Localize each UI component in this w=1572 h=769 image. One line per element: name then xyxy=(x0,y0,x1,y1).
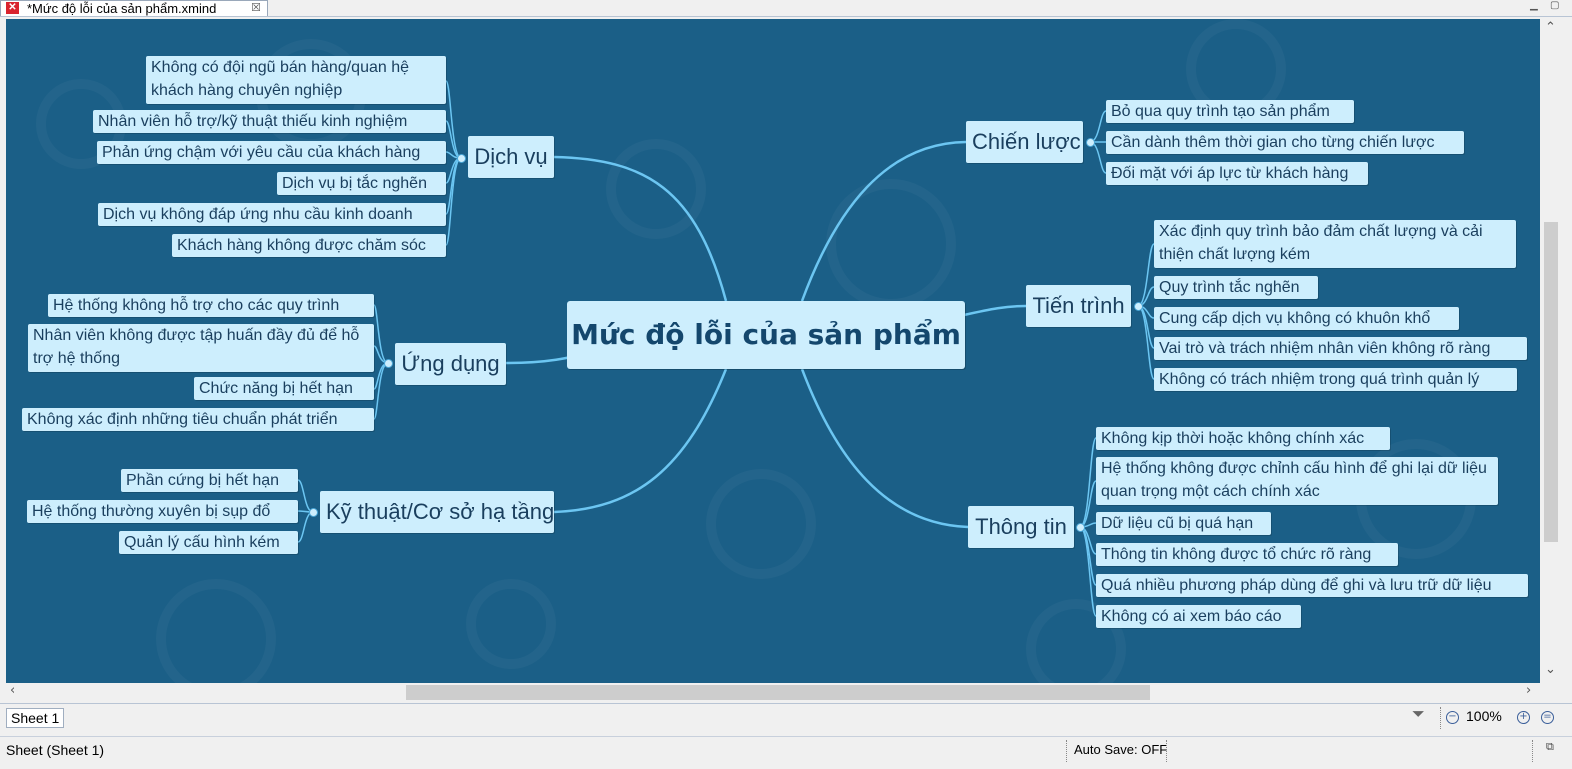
subtopic[interactable]: Không xác định những tiêu chuẩn phát tri… xyxy=(22,408,374,431)
xmind-file-icon: ✕ xyxy=(6,2,19,14)
subtopic[interactable]: Không có đội ngũ bán hàng/quan hệ khách … xyxy=(146,56,446,104)
subtopic[interactable]: Khách hàng không được chăm sóc xyxy=(172,234,446,257)
editor-tab-title: *Mức độ lỗi của sản phẩm.xmind xyxy=(27,1,217,16)
subtopic[interactable]: Không có trách nhiệm trong quá trình quả… xyxy=(1154,368,1517,391)
subtopic[interactable]: Dữ liệu cũ bị quá hạn xyxy=(1096,512,1271,535)
collapse-dot[interactable] xyxy=(1076,523,1085,532)
editor-tab[interactable]: ✕ *Mức độ lỗi của sản phẩm.xmind ☒ xyxy=(0,0,268,16)
filter-icon[interactable]: ⏷ xyxy=(1412,706,1425,723)
collapse-dot[interactable] xyxy=(1134,302,1143,311)
topic-dich-vu[interactable]: Dịch vụ xyxy=(468,136,554,178)
tab-close-icon[interactable]: ☒ xyxy=(251,2,261,14)
sheet-tab[interactable]: Sheet 1 xyxy=(6,708,64,728)
subtopic[interactable]: Quy trình tắc nghẽn xyxy=(1154,276,1318,299)
subtopic[interactable]: Dịch vụ bị tắc nghẽn xyxy=(277,172,446,195)
autosave-status[interactable]: Auto Save: OFF xyxy=(1074,742,1168,757)
scroll-up-icon[interactable]: ⌃ xyxy=(1545,20,1556,35)
collapse-dot[interactable] xyxy=(384,359,393,368)
subtopic[interactable]: Cung cấp dịch vụ không có khuôn khổ xyxy=(1154,307,1459,330)
subtopic[interactable]: Hệ thống không hỗ trợ cho các quy trình xyxy=(48,294,374,317)
subtopic[interactable]: Đối mặt với áp lực từ khách hàng xyxy=(1106,162,1368,185)
collapse-dot[interactable] xyxy=(457,154,466,163)
zoom-fit-icon[interactable]: = xyxy=(1541,711,1554,724)
subtopic[interactable]: Thông tin không được tổ chức rõ ràng xyxy=(1096,543,1398,566)
status-bar: Sheet (Sheet 1) Auto Save: OFF ⧉ xyxy=(0,736,1572,769)
subtopic[interactable]: Chức năng bị hết hạn xyxy=(194,377,374,400)
separator xyxy=(1166,740,1168,762)
topic-chien-luoc[interactable]: Chiến lược xyxy=(966,121,1083,163)
zoom-level[interactable]: 100% xyxy=(1466,708,1502,724)
subtopic[interactable]: Quá nhiều phương pháp dùng để ghi và lưu… xyxy=(1096,574,1528,597)
editor-tab-bar: ✕ *Mức độ lỗi của sản phẩm.xmind ☒ ▁ ▢ xyxy=(0,0,1572,17)
zoom-out-icon[interactable]: − xyxy=(1446,711,1459,724)
vertical-scroll-thumb[interactable] xyxy=(1544,222,1558,542)
scroll-right-icon[interactable]: › xyxy=(1526,683,1532,698)
subtopic[interactable]: Nhân viên hỗ trợ/kỹ thuật thiếu kinh ngh… xyxy=(93,110,446,133)
restore-view-icon[interactable]: ⧉ xyxy=(1546,741,1554,753)
subtopic[interactable]: Không kịp thời hoặc không chính xác xyxy=(1096,427,1390,450)
subtopic[interactable]: Cần dành thêm thời gian cho từng chiến l… xyxy=(1106,131,1464,154)
mindmap-canvas[interactable]: Mức độ lỗi của sản phẩm Dịch vụ Ứng dụng… xyxy=(6,19,1540,683)
subtopic[interactable]: Không có ai xem báo cáo xyxy=(1096,605,1301,628)
subtopic[interactable]: Dịch vụ không đáp ứng nhu cầu kinh doanh xyxy=(98,203,446,226)
maximize-icon[interactable]: ▢ xyxy=(1550,0,1560,11)
separator xyxy=(1532,740,1534,762)
subtopic[interactable]: Hệ thống thường xuyên bị sụp đổ xyxy=(27,500,298,523)
collapse-dot[interactable] xyxy=(1086,138,1095,147)
topic-ky-thuat[interactable]: Kỹ thuật/Cơ sở hạ tầng xyxy=(320,491,554,533)
subtopic[interactable]: Phản ứng chậm với yêu cầu của khách hàng xyxy=(97,141,446,164)
topic-tien-trinh[interactable]: Tiến trình xyxy=(1026,285,1131,327)
subtopic[interactable]: Quản lý cấu hình kém xyxy=(119,531,298,554)
scroll-down-icon[interactable]: ⌄ xyxy=(1545,662,1556,677)
subtopic[interactable]: Phần cứng bị hết hạn xyxy=(121,469,298,492)
scroll-left-icon[interactable]: ‹ xyxy=(10,683,16,698)
status-sheet: Sheet (Sheet 1) xyxy=(6,742,105,758)
sheet-bar: Sheet 1 ⏷ − 100% + = xyxy=(0,703,1572,732)
subtopic[interactable]: Bỏ qua quy trình tạo sản phẩm xyxy=(1106,100,1354,123)
central-topic[interactable]: Mức độ lỗi của sản phẩm xyxy=(567,301,965,369)
topic-ung-dung[interactable]: Ứng dụng xyxy=(395,343,506,385)
separator xyxy=(1066,740,1068,762)
subtopic[interactable]: Hệ thống không được chỉnh cấu hình để gh… xyxy=(1096,457,1498,505)
topic-thong-tin[interactable]: Thông tin xyxy=(968,506,1074,548)
subtopic[interactable]: Vai trò và trách nhiệm nhân viên không r… xyxy=(1154,337,1527,360)
minimize-icon[interactable]: ▁ xyxy=(1530,0,1538,11)
zoom-in-icon[interactable]: + xyxy=(1517,711,1530,724)
horizontal-scroll-thumb[interactable] xyxy=(406,685,1150,700)
subtopic[interactable]: Xác định quy trình bảo đảm chất lượng và… xyxy=(1154,220,1516,268)
separator xyxy=(1440,707,1442,729)
collapse-dot[interactable] xyxy=(309,508,318,517)
subtopic[interactable]: Nhân viên không được tập huấn đầy đủ để … xyxy=(28,324,374,372)
